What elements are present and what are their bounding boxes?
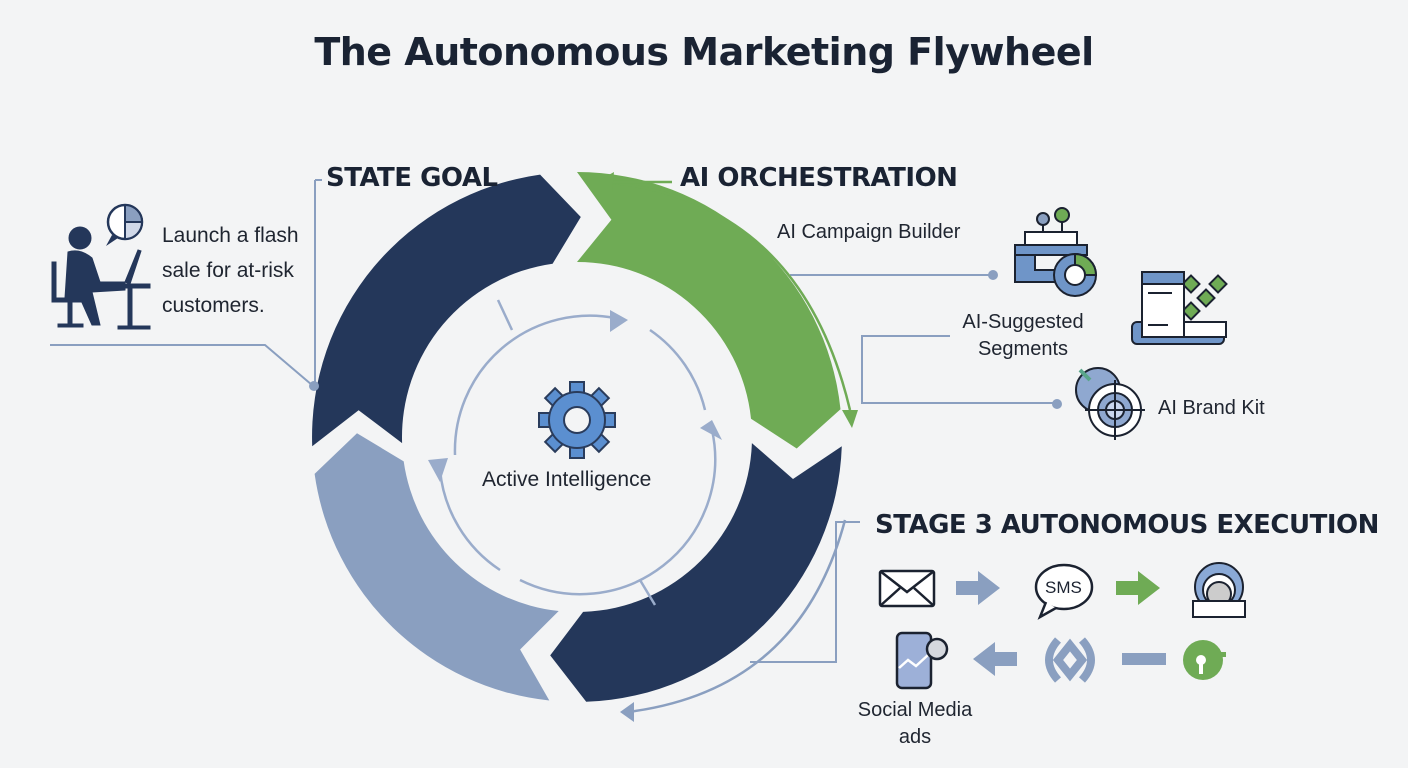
segment-state-goal [312,174,581,447]
gear-icon [538,381,616,459]
ai-suggested-segments-label: AI-Suggested Segments [955,309,1091,363]
connector-lines [50,179,1055,663]
connector-dots [309,270,1062,409]
segment-execution [550,443,842,702]
orchestration-arrow [604,180,852,411]
ai-brand-kit-label: AI Brand Kit [1158,397,1265,419]
integration-logo-icon [1045,637,1095,683]
inner-cycle-arrowheads [428,310,722,482]
segments-line: AI-Suggested [962,311,1084,333]
arrow-right-green-icon [1116,571,1160,605]
segments-line: Segments [977,338,1069,360]
dash-connector [1122,653,1166,665]
green-logo-icon [1183,640,1226,680]
stage-autonomous-execution-heading: STAGE 3 AUTONOMOUS EXECUTION [875,510,1379,540]
social-media-ads-label: Social Media ads [845,697,985,751]
platform-logo-icon [1192,562,1246,618]
goal-line: sale for at-risk [162,259,294,282]
page-title: The Autonomous Marketing Flywheel [314,30,1094,74]
arrow-left-icon [973,642,1017,676]
person-at-desk-icon [51,226,151,330]
segment-orchestration [577,172,841,449]
brand-kit-target-icon [1075,367,1145,440]
goal-text: Launch a flash sale for at-risk customer… [162,218,299,323]
inner-cycle-ring [438,299,717,606]
social-media-phone-icon [895,631,949,690]
sms-label: SMS [1045,578,1082,597]
email-icon [878,569,936,608]
brand-guide-icon [1131,271,1228,345]
stage-ai-orchestration-heading: AI ORCHESTRATION [680,163,958,193]
pie-chart-bubble-icon [106,203,144,246]
center-label: Active Intelligence [482,468,652,491]
sms-bubble-icon [1034,563,1094,620]
return-arrow [627,519,847,714]
goal-line: Launch a flash [162,224,299,247]
segment-feedback [314,433,559,701]
arrow-right-icon [956,571,1000,605]
ai-campaign-builder-label: AI Campaign Builder [777,221,961,243]
social-line: ads [898,726,932,748]
campaign-builder-icon [1014,207,1098,297]
goal-line: customers. [162,294,265,317]
stage-state-goal-heading: STATE GOAL [326,163,498,193]
social-line: Social Media [857,699,973,721]
